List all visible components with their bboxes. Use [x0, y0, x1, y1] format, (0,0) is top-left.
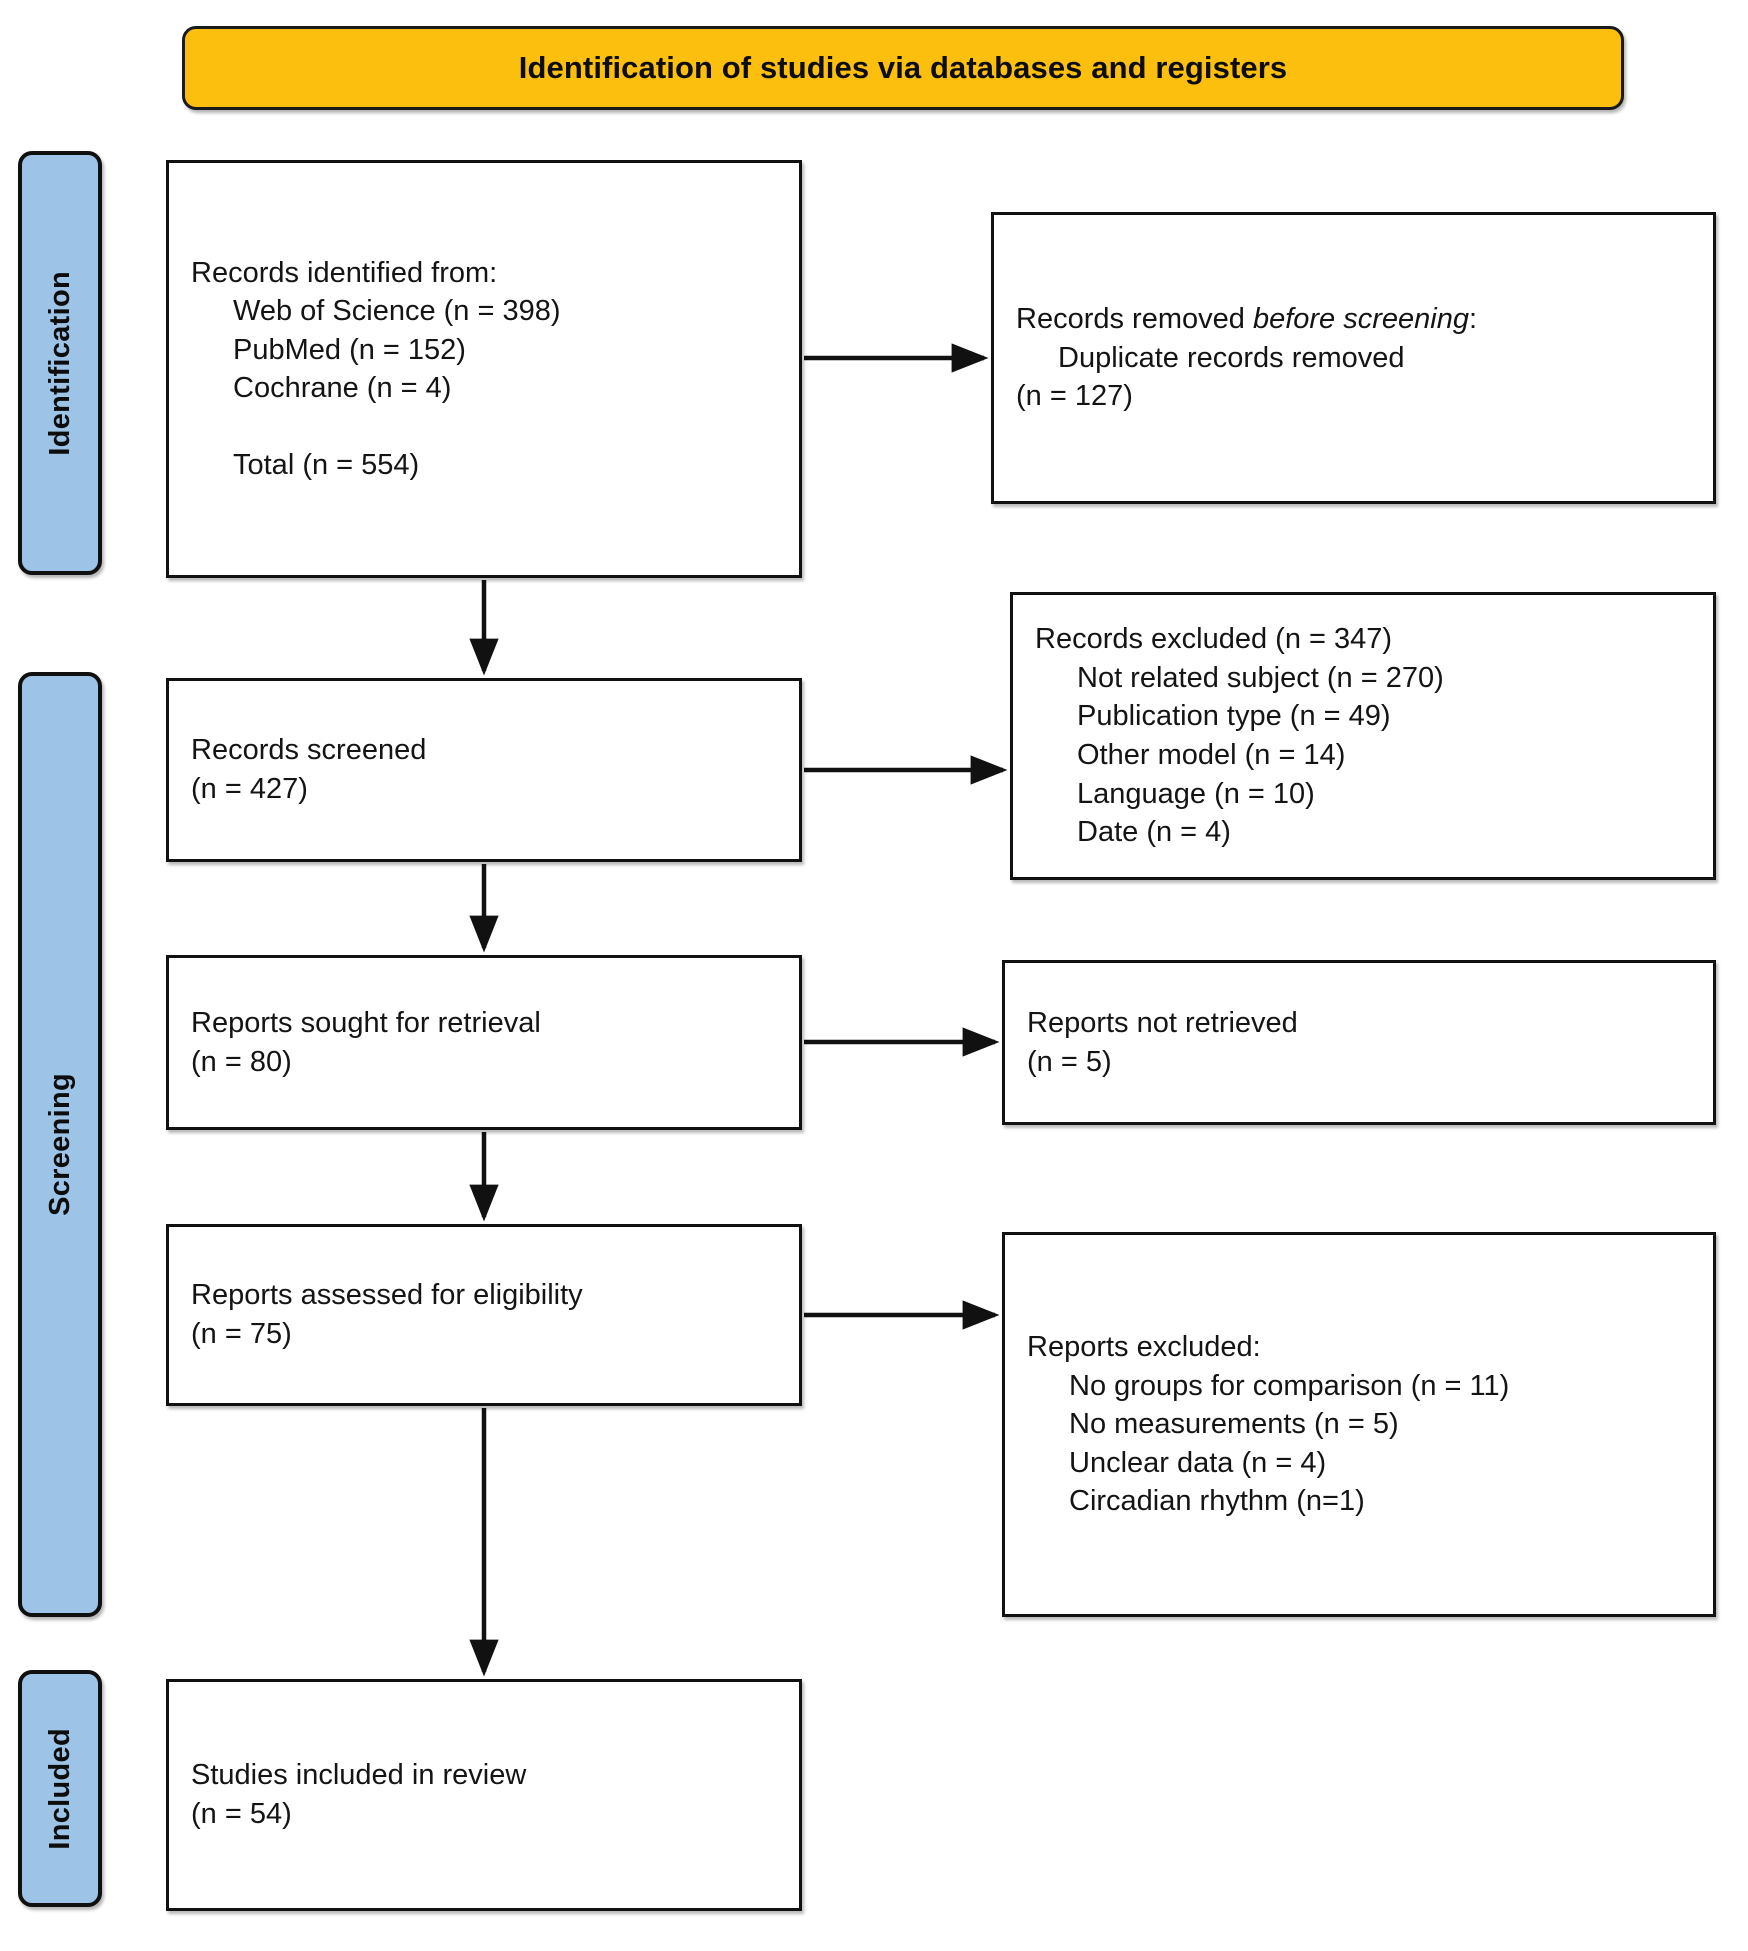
records-removed-title-prefix: Records removed — [1016, 303, 1253, 336]
records-screened-count: (n = 427) — [191, 773, 308, 805]
records-removed-count: (n = 127) — [1016, 380, 1133, 413]
box-reports-assessed: Reports assessed for eligibility (n = 75… — [166, 1224, 802, 1406]
studies-included-count: (n = 54) — [191, 1798, 292, 1830]
studies-included-title: Studies included in review — [191, 1759, 527, 1792]
records-excluded-reason-1: Publication type (n = 49) — [1077, 700, 1391, 733]
records-identified-title: Records identified from: — [191, 256, 498, 289]
reports-excluded-reason-2: Unclear data (n = 4) — [1069, 1446, 1327, 1479]
stage-label-screening: Screening — [18, 672, 102, 1617]
stage-label-included-text: Included — [43, 1727, 76, 1850]
records-excluded-title: Records excluded (n = 347) — [1035, 623, 1393, 656]
records-identified-total: Total (n = 554) — [233, 448, 420, 481]
reports-excluded-title: Reports excluded: — [1027, 1331, 1261, 1364]
records-removed-title-italic: before screening — [1252, 303, 1469, 336]
box-records-removed: Records removed before screening: Duplic… — [991, 212, 1716, 504]
reports-excluded-reason-3: Circadian rhythm (n=1) — [1069, 1485, 1365, 1518]
reports-assessed-count: (n = 75) — [191, 1318, 292, 1350]
reports-not-retrieved-count: (n = 5) — [1027, 1045, 1112, 1078]
reports-excluded-reason-0: No groups for comparison (n = 11) — [1069, 1369, 1510, 1402]
records-screened-title: Records screened — [191, 734, 427, 767]
reports-sought-count: (n = 80) — [191, 1045, 292, 1078]
reports-sought-title: Reports sought for retrieval — [191, 1006, 541, 1039]
records-identified-source-1: PubMed (n = 152) — [233, 333, 466, 366]
records-excluded-reason-0: Not related subject (n = 270) — [1077, 661, 1444, 694]
records-removed-title: Records removed before screening: — [1016, 300, 1691, 339]
records-excluded-reason-3: Language (n = 10) — [1077, 777, 1315, 810]
reports-not-retrieved-title: Reports not retrieved — [1027, 1006, 1298, 1039]
records-removed-item-0: Duplicate records removed — [1058, 341, 1405, 374]
records-excluded-reason-4: Date (n = 4) — [1077, 816, 1231, 849]
reports-excluded-reason-1: No measurements (n = 5) — [1069, 1408, 1399, 1441]
records-identified-spacer — [191, 408, 777, 446]
records-excluded-reason-2: Other model (n = 14) — [1077, 739, 1346, 771]
records-identified-source-2: Cochrane (n = 4) — [233, 372, 452, 405]
records-removed-title-suffix: : — [1468, 303, 1478, 336]
diagram-title: Identification of studies via databases … — [518, 50, 1288, 85]
box-records-screened: Records screened (n = 427) — [166, 678, 802, 862]
stage-label-identification: Identification — [18, 151, 102, 575]
stage-label-identification-text: Identification — [43, 270, 76, 456]
box-records-identified: Records identified from: Web of Science … — [166, 160, 802, 578]
box-reports-sought: Reports sought for retrieval (n = 80) — [166, 955, 802, 1130]
diagram-header-banner: Identification of studies via databases … — [182, 26, 1624, 110]
stage-label-screening-text: Screening — [43, 1073, 76, 1216]
box-records-excluded: Records excluded (n = 347) Not related s… — [1010, 592, 1716, 880]
box-studies-included: Studies included in review (n = 54) — [166, 1679, 802, 1911]
box-reports-excluded: Reports excluded: No groups for comparis… — [1002, 1232, 1716, 1617]
reports-assessed-title: Reports assessed for eligibility — [191, 1279, 583, 1312]
stage-label-included: Included — [18, 1670, 102, 1907]
box-reports-not-retrieved: Reports not retrieved (n = 5) — [1002, 960, 1716, 1125]
records-identified-source-0: Web of Science (n = 398) — [233, 295, 561, 328]
